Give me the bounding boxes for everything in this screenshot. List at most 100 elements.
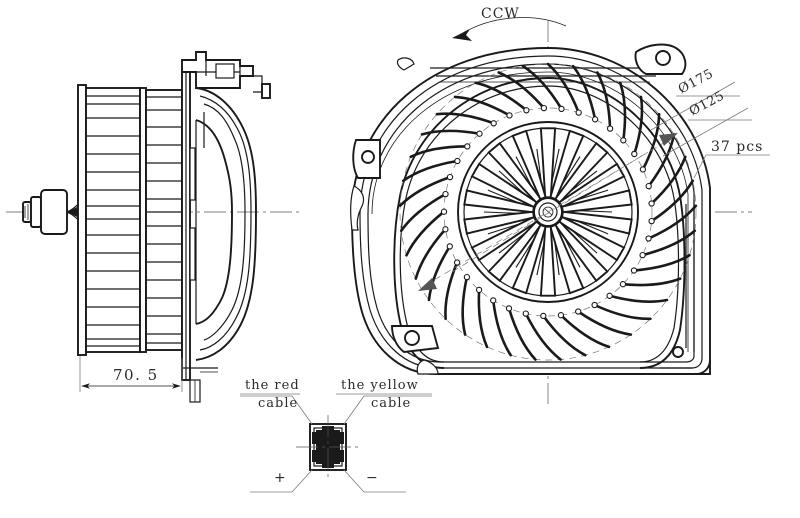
blade-tip-dot — [591, 301, 598, 309]
hub-web-rib — [536, 240, 545, 276]
impeller-blade — [402, 159, 459, 183]
volute-scroll-section — [195, 87, 257, 361]
hub-web-rib — [560, 156, 581, 187]
blade-tip-dot — [522, 310, 529, 317]
impeller-blade — [491, 299, 512, 357]
red-cable-label-line1: the red — [245, 378, 300, 393]
blade-tip-dot — [463, 273, 471, 281]
connector-pin — [328, 448, 340, 460]
impeller-blade — [641, 112, 661, 171]
blade-count-label: 37 pcs — [711, 139, 764, 155]
blade-tip-dot — [506, 112, 513, 119]
blade-tip-dot — [631, 150, 638, 158]
mounting-lug-left — [350, 139, 381, 231]
impeller-blade — [633, 95, 644, 156]
polarity-positive-label: + — [274, 470, 287, 486]
blade-tip-dot — [490, 120, 497, 127]
blade-tip-dot — [442, 226, 449, 233]
blade-tip-dot — [446, 243, 453, 250]
impeller-blade — [632, 254, 691, 272]
hub-web-rib — [487, 189, 521, 205]
motor-shaft — [22, 189, 68, 235]
impeller-blade — [546, 62, 580, 114]
hub-web-rib — [574, 189, 609, 202]
blade-tip-dot — [476, 130, 483, 137]
blade-tip-dot — [619, 281, 627, 288]
impeller-blade — [435, 112, 495, 125]
blade-tip-dot — [540, 104, 548, 112]
yellow-cable-label-line2: cable — [371, 396, 412, 411]
blade-tip-dot — [606, 292, 613, 299]
impeller-blade — [414, 228, 447, 280]
impeller-blade — [420, 129, 481, 136]
side-view-connector-stub — [182, 367, 218, 403]
blade-inner-tip-dots — [440, 104, 655, 320]
blade-tip-dot — [630, 267, 638, 274]
blade-tip-dot — [645, 182, 652, 190]
impeller-blade — [647, 133, 676, 188]
impeller-blade — [521, 64, 563, 111]
blade-tip-dot — [620, 137, 627, 144]
blade-tip-dot — [591, 116, 599, 123]
impeller-blade — [398, 175, 452, 207]
blade-tip-dot — [440, 208, 448, 215]
impeller-blade — [444, 261, 459, 321]
impeller-blade — [474, 81, 528, 112]
ccw-label: CCW — [481, 6, 520, 22]
blade-tip-dot — [557, 312, 565, 319]
hub-web-rib — [563, 236, 581, 268]
hub-web-rib — [576, 210, 613, 213]
blade-rows-right — [146, 96, 182, 344]
yellow-cable-label-line1: the yellow — [341, 378, 419, 393]
connector-pin — [328, 434, 340, 446]
polarity-negative-label: − — [366, 470, 379, 486]
impeller-blade — [409, 145, 469, 159]
blade-tip-dot — [464, 143, 471, 150]
blade-tip-dot — [446, 173, 454, 181]
blade-tip-dot — [645, 235, 652, 242]
blade-tip-dot — [442, 190, 449, 198]
blade-tip-dot — [648, 217, 655, 225]
front-view — [350, 20, 752, 404]
blade-tip-dot — [648, 200, 655, 207]
blade-tip-dot — [523, 107, 530, 114]
blade-tip-dot — [453, 259, 461, 266]
impeller-blade — [461, 275, 469, 336]
impeller-blade — [650, 179, 694, 223]
blade-tip-dot — [606, 125, 614, 132]
blade-tip-dot — [454, 157, 461, 165]
blade-tip-dot — [540, 312, 547, 320]
impeller-blade — [641, 229, 697, 257]
blade-tip-dot — [558, 105, 565, 113]
connector-pin — [317, 434, 329, 446]
impeller-blade — [542, 314, 587, 357]
ccw-rotation-arrow — [452, 17, 567, 41]
hub-spokes — [463, 127, 633, 297]
depth-dimension-label: 70. 5 — [113, 366, 159, 384]
impeller-blade — [571, 64, 597, 121]
hub-web-rib — [498, 170, 526, 195]
impeller-blade — [593, 303, 652, 321]
impeller-blade — [453, 95, 511, 117]
housing-wall-section — [181, 51, 271, 381]
impeller-blade — [621, 277, 682, 287]
impeller-blade — [427, 245, 452, 302]
blade-tip-dot — [575, 109, 582, 116]
blade-tip-dot — [575, 308, 582, 315]
hub-web-rib — [515, 237, 536, 268]
connector-detail — [240, 393, 432, 493]
impeller-blade — [576, 310, 633, 336]
side-section-view — [6, 51, 300, 403]
impeller-blade — [596, 71, 612, 130]
diameter-leaders — [418, 81, 770, 291]
impeller-blade — [650, 155, 687, 205]
impeller-blade — [647, 204, 698, 240]
dimension-70-5 — [79, 356, 183, 392]
hub-web-rib — [498, 231, 528, 254]
impeller-blade — [559, 313, 611, 349]
blade-tip-dot — [505, 305, 513, 312]
blade-tip-dot — [490, 297, 497, 304]
impeller-blade — [405, 210, 446, 257]
